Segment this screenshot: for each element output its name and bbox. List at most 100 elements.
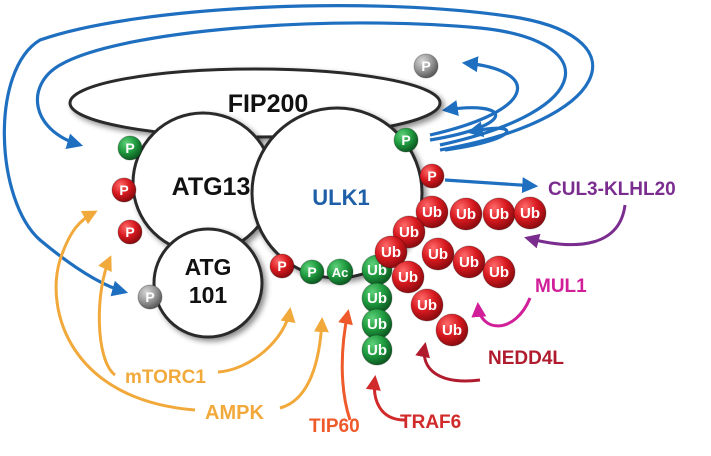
ampk-arrow-a — [54, 210, 196, 412]
blue-arrow-to-greyp — [429, 56, 520, 137]
atg13-phospho-red-1: P — [111, 177, 137, 203]
ulk1-phospho-green-circle — [393, 127, 419, 153]
ub-red-3-circle — [374, 235, 408, 269]
atg13-phospho-green-text: P — [125, 140, 134, 156]
ub-green-2-text: Ub — [367, 290, 387, 307]
fip200-phospho-grey: P — [413, 53, 439, 79]
ub-red-chain1-2-text: Ub — [456, 206, 476, 223]
ulk1-label: ULK1 — [312, 185, 369, 210]
atg101-phospho-grey-text: P — [145, 289, 154, 305]
ub-red-chain3-1-text: Ub — [417, 297, 437, 314]
cul3-label: CUL3-KLHL20 — [548, 179, 676, 200]
ub-red-chain2-2-circle — [452, 245, 486, 279]
atg101-phospho-grey-circle — [137, 284, 163, 310]
blue-arrow-mid — [35, 21, 568, 149]
mtorc1-arrow-b — [97, 255, 117, 377]
ub-red-chain3-2: Ub — [435, 313, 469, 347]
ulk1-phospho-green: P — [393, 127, 419, 153]
ub-red-chain1-1-text: Ub — [422, 204, 442, 221]
ampk-arrow-b — [279, 317, 329, 410]
ub-red-chain2-3-circle — [482, 255, 516, 289]
traf6-label: TRAF6 — [400, 412, 461, 433]
ub-red-chain1-3-text: Ub — [489, 206, 509, 223]
ulk1-phospho-red-bottom: P — [269, 253, 295, 279]
ub-red-chain2-1-circle — [421, 237, 455, 271]
atg101-label-line1: ATG — [185, 254, 232, 280]
ub-red-chain2-1: Ub — [421, 237, 455, 271]
ulk1-acetyl-circle — [326, 258, 354, 286]
ub-red-chain1-2: Ub — [449, 197, 483, 231]
nedd4l-arrow — [415, 342, 481, 383]
atg101-phospho-grey: P — [137, 284, 163, 310]
ub-green-4-text: Ub — [367, 342, 387, 359]
ub-red-chain1-4-text: Ub — [520, 205, 540, 222]
ulk1-phospho-red-top-circle — [419, 163, 445, 189]
ub-red-chain2-3-text: Ub — [489, 264, 509, 281]
ub-green-4: Ub — [361, 334, 393, 366]
regulator-arrows — [54, 204, 627, 422]
ub-red-chain1-1-circle — [415, 195, 449, 229]
mul1-arrow — [471, 297, 532, 328]
atg101-label-line2: 101 — [189, 282, 228, 308]
atg13-label: ATG13 — [172, 173, 251, 201]
nedd4l-label: NEDD4L — [488, 348, 564, 369]
atg101-circle — [152, 227, 264, 339]
fip200-phospho-grey-circle — [413, 53, 439, 79]
atg13-phospho-red-2-text: P — [125, 224, 134, 240]
ulk1-phospho-red-top-text: P — [427, 168, 436, 184]
ub-red-chain1-4: Ub — [513, 196, 547, 230]
ub-red-chain3-2-circle — [435, 313, 469, 347]
mul1-label: MUL1 — [535, 276, 587, 297]
ub-red-chain1-1: Ub — [415, 195, 449, 229]
ulk1-phospho-red-bottom-text: P — [277, 258, 286, 274]
ulk1-phospho-green-bottom-text: P — [307, 264, 316, 280]
ulk1-phospho-red-bottom-circle — [269, 253, 295, 279]
ub-red-4: Ub — [391, 260, 425, 294]
ub-red-chain3-1-circle — [410, 288, 444, 322]
blue-arrow-to-greenp — [429, 100, 498, 142]
ulk1-acetyl-text: Ac — [332, 265, 349, 280]
blue-arrows — [2, 4, 595, 297]
atg13-phospho-red-1-text: P — [119, 182, 128, 198]
ub-red-chain1-2-circle — [449, 197, 483, 231]
ulk1-phospho-green-bottom: P — [299, 259, 325, 285]
ub-green-3-text: Ub — [367, 316, 387, 333]
blue-arrow-outer — [2, 4, 595, 297]
mtorc1-arrow-a — [217, 307, 296, 374]
ub-green-1-text: Ub — [367, 262, 387, 279]
fip200-phospho-grey-text: P — [421, 58, 430, 74]
traf6-arrow — [365, 375, 406, 422]
ub-red-chain1-4-circle — [513, 196, 547, 230]
ub-red-4-circle — [391, 260, 425, 294]
mtorc1-label: mTORC1 — [125, 367, 206, 388]
ampk-label: AMPK — [205, 402, 264, 424]
ub-red-4-text: Ub — [398, 269, 418, 286]
atg13-phospho-red-2-circle — [117, 219, 143, 245]
ub-red-2-text: Ub — [399, 224, 419, 241]
ub-red-chain2-2: Ub — [452, 245, 486, 279]
ub-red-chain2-2-text: Ub — [459, 254, 479, 271]
blue-arrow-to-cul3 — [444, 177, 539, 194]
ulk1-phospho-green-bottom-circle — [299, 259, 325, 285]
atg13-phospho-green: P — [117, 135, 143, 161]
blue-arrow-self — [444, 121, 509, 152]
complex-shapes: FIP200 ATG13 ULK1 ATG 101 — [68, 67, 442, 339]
tip60-arrow — [338, 309, 353, 421]
ub-red-3-text: Ub — [381, 244, 401, 261]
fip200-label: FIP200 — [228, 90, 309, 118]
ub-red-chain3-2-text: Ub — [442, 322, 462, 339]
atg13-phospho-red-1-circle — [111, 177, 137, 203]
ub-red-3: Ub — [374, 235, 408, 269]
ub-red-chain2-1-text: Ub — [428, 246, 448, 263]
tip60-label: TIP60 — [309, 416, 360, 437]
ub-red-chain2-3: Ub — [482, 255, 516, 289]
ulk1-phospho-red-top: P — [419, 163, 445, 189]
regulator-labels: CUL3-KLHL20 MUL1 NEDD4L mTORC1 AMPK TIP6… — [125, 179, 676, 437]
ub-red-chain3-1: Ub — [410, 288, 444, 322]
cul3-arrow — [524, 204, 627, 249]
ub-green-4-circle — [361, 334, 393, 366]
ulk1-phospho-green-text: P — [401, 132, 410, 148]
